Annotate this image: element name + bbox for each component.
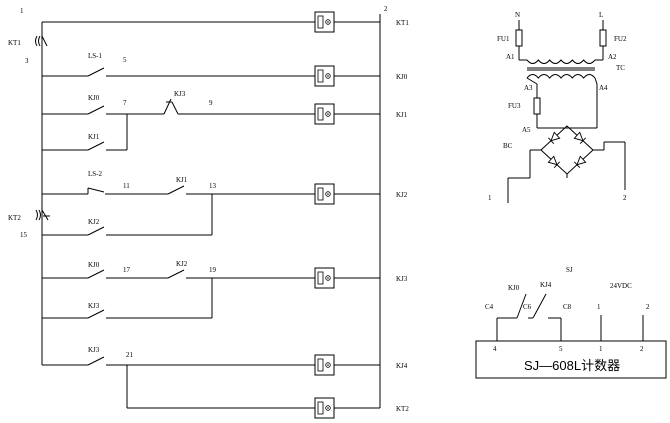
node-label-9: 9 [209, 99, 213, 107]
kt1-contact-label: KT1 [8, 39, 21, 47]
bridge-rectifier-bc [507, 125, 626, 203]
kj1-contact-label-row4: KJ1 [176, 176, 188, 184]
counter-pin-4: 4 [493, 345, 497, 353]
coil-kj3 [314, 267, 335, 289]
diode-1 [548, 131, 561, 144]
diode-2 [573, 131, 586, 144]
row-kj0 [42, 67, 380, 77]
node-label-11: 11 [123, 182, 130, 190]
kt2-delay-contact [35, 209, 50, 221]
kj1-hold-contact-label: KJ1 [88, 133, 100, 141]
fuse-fu2 [599, 29, 607, 47]
kt1-delay-contact [35, 35, 48, 47]
row-kj4-kt2 [42, 356, 380, 409]
c8-label: C8 [563, 303, 572, 311]
node-label-5: 5 [123, 56, 127, 64]
counter-pin-5: 5 [559, 345, 563, 353]
kj0-contact-label-row5: KJ0 [88, 261, 100, 269]
node-label-17: 17 [123, 266, 131, 274]
tc-label: TC [616, 64, 625, 72]
row-kj1 [42, 98, 380, 151]
coil-label-kj2: KJ2 [396, 191, 408, 199]
coil-kt2 [314, 397, 335, 419]
node-label-7: 7 [123, 99, 127, 107]
rectifier-diodes [547, 131, 587, 168]
bc-label: BC [503, 142, 513, 150]
node-label-15: 15 [20, 231, 28, 239]
kj2-hold-contact-label: KJ2 [88, 218, 100, 226]
coil-kj0 [314, 65, 335, 87]
node-label-21: 21 [126, 351, 134, 359]
coil-kj2 [314, 183, 335, 205]
a4-label: A4 [599, 84, 608, 92]
coil-label-kj1: KJ1 [396, 111, 408, 119]
node-label-19: 19 [209, 266, 217, 274]
coil-kj4 [314, 354, 335, 376]
diode-4 [574, 155, 587, 168]
fuse-fu3 [533, 97, 541, 115]
kj0-contact-label-row3: KJ0 [88, 94, 100, 102]
fuse-fu1 [515, 29, 523, 47]
row-kj2 [42, 185, 380, 236]
counter-input-wiring [496, 293, 562, 341]
ls2-contact-label: LS-2 [88, 170, 103, 178]
counter-box [475, 340, 667, 379]
coil-kt1 [314, 11, 335, 33]
counter-diagram: SJ KJ0 KJ4 24VDC C4 C6 C8 1 2 4 5 1 2 SJ… [475, 266, 667, 379]
c6-label: C6 [523, 303, 532, 311]
vdc-terminal-2-label: 2 [646, 303, 650, 311]
node-label-1: 1 [20, 7, 24, 15]
sj-label: SJ [566, 266, 573, 274]
counter-kj4-label: KJ4 [540, 281, 552, 289]
counter-pin-2: 2 [640, 345, 644, 353]
vdc-terminal-1-label: 1 [597, 303, 601, 311]
coil-label-kj4: KJ4 [396, 362, 408, 370]
coil-label-kj3: KJ3 [396, 275, 408, 283]
ls1-contact-label: LS-1 [88, 52, 103, 60]
a5-label: A5 [522, 126, 531, 134]
kj3-nc-contact-label: KJ3 [174, 90, 186, 98]
kj3-hold-contact-label: KJ3 [88, 302, 100, 310]
counter-pin-1: 1 [599, 345, 603, 353]
power-supply-diagram: N L FU1 FU2 A1 A2 TC A3 A4 FU [488, 11, 627, 203]
coil-kj1 [314, 103, 335, 125]
coil-label-kt2: KT2 [396, 405, 409, 413]
coil-label-kt1: KT1 [396, 19, 409, 27]
row-kj3 [42, 269, 380, 319]
line-label: L [599, 11, 603, 19]
dc-output-2-label: 2 [623, 194, 627, 202]
a2-label: A2 [608, 53, 617, 61]
kt2-contact-label: KT2 [8, 214, 21, 222]
counter-kj0-label: KJ0 [508, 284, 520, 292]
a1-label: A1 [506, 53, 515, 61]
c4-label: C4 [485, 303, 494, 311]
fu3-label: FU3 [508, 102, 521, 110]
fu2-label: FU2 [614, 35, 627, 43]
transformer-tc [519, 59, 603, 85]
diode-3 [547, 155, 560, 168]
counter-model-label: SJ—608L计数器 [524, 358, 620, 373]
coil-label-kj0: KJ0 [396, 73, 408, 81]
a3-label: A3 [524, 84, 533, 92]
kj2-contact-label-row5: KJ2 [176, 260, 188, 268]
node-label-13: 13 [209, 182, 217, 190]
node-label-3: 3 [25, 57, 29, 65]
neutral-label: N [515, 11, 520, 19]
fu1-label: FU1 [497, 35, 510, 43]
node-label-2: 2 [384, 5, 388, 13]
ladder-diagram: 1 2 KT1 3 KT2 15 LS-1 5 [8, 5, 409, 419]
dc-output-1-label: 1 [488, 194, 492, 202]
kj3-contact-label-row6: KJ3 [88, 346, 100, 354]
vdc-label: 24VDC [610, 282, 632, 290]
